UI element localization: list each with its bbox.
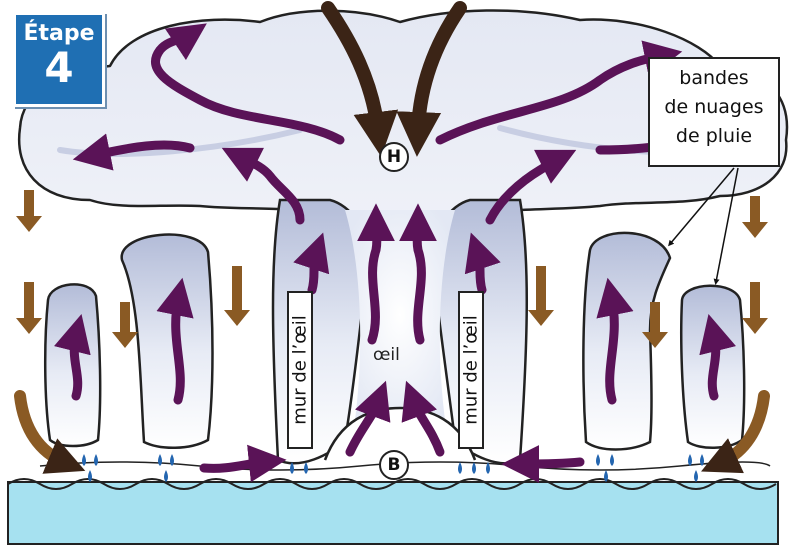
rain-drop [304, 462, 308, 474]
eyewall-updraft-left [312, 254, 316, 290]
eye-updraft-2 [417, 226, 421, 340]
surface-inflow-left [204, 462, 264, 468]
rain-drop [458, 462, 462, 474]
rain-drop [596, 454, 600, 466]
eyewall-updraft-right [478, 254, 482, 290]
step-number: 4 [16, 46, 102, 90]
rain-band-updraft-3 [610, 300, 615, 400]
downdraft-arrow [16, 282, 42, 334]
eye-label: œil [373, 345, 400, 365]
high-pressure-marker: H [379, 142, 409, 172]
rain-band-updraft-2 [176, 300, 181, 400]
rain-drop [158, 454, 162, 466]
eyewall-label-right-text: mur de l’œil [461, 315, 482, 424]
callout-line-3: de pluie [650, 122, 778, 151]
rain-drop [694, 470, 698, 482]
downdraft-arrow [742, 196, 768, 238]
callout-line-1: bandes [650, 64, 778, 93]
rain-drop [472, 462, 476, 474]
rain-drop [82, 454, 86, 466]
eyewall-label-left: mur de l’œil [287, 291, 313, 449]
low-pressure-marker: B [379, 450, 409, 480]
rain-bands-callout: bandes de nuages de pluie [648, 57, 780, 167]
rain-band-cloud-2 [122, 235, 213, 448]
rain-drop [610, 454, 614, 466]
ocean [8, 482, 778, 544]
rain-drop [94, 454, 98, 466]
eyewall-label-left-text: mur de l’œil [290, 315, 311, 424]
rain-band-updraft-1 [74, 336, 77, 396]
callout-line-2: de nuages [650, 93, 778, 122]
rain-drop [164, 470, 168, 482]
downdraft-arrow [742, 282, 768, 334]
rain-band-updraft-4 [712, 336, 715, 396]
surface-inflow-right [524, 462, 580, 464]
downdraft-arrow [16, 190, 42, 232]
downdraft-arrow [528, 266, 554, 326]
eyewall-label-right: mur de l’œil [458, 291, 484, 449]
step-badge: Étape 4 [13, 12, 105, 107]
downdraft-arrow [224, 266, 250, 326]
eye-region [345, 210, 455, 420]
eye-updraft-1 [372, 226, 377, 340]
